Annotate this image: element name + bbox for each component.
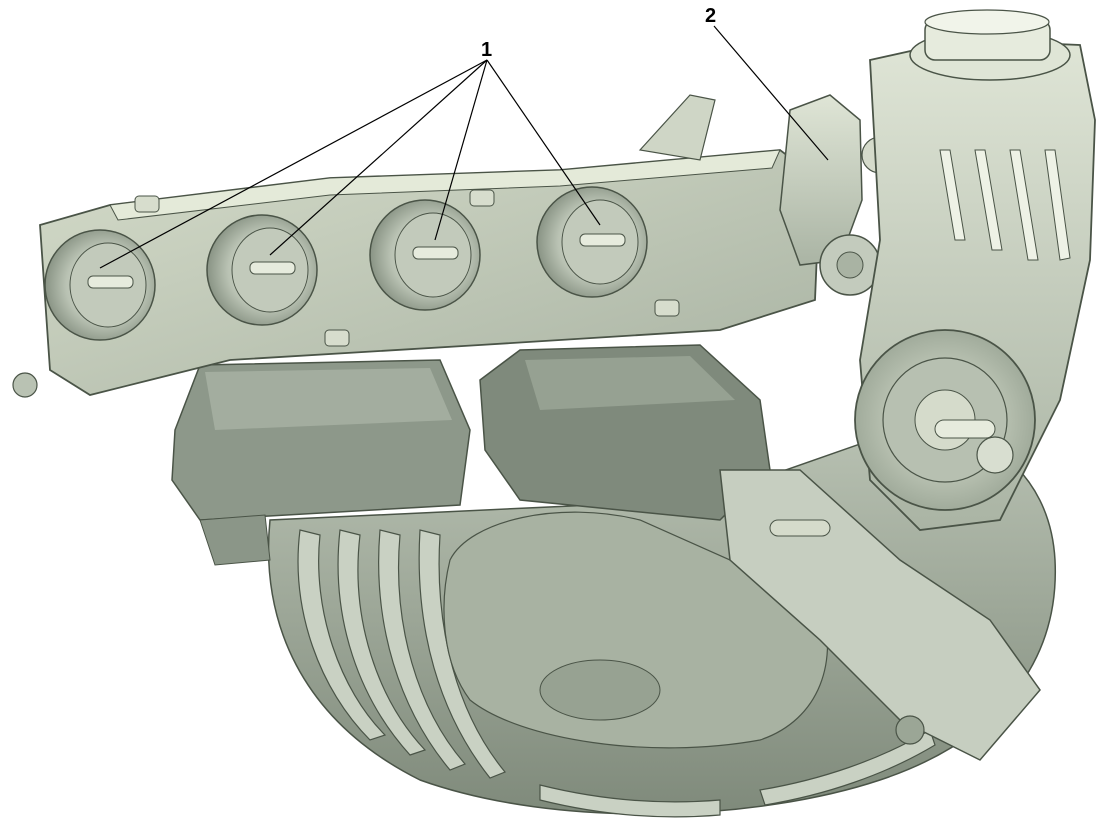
leader-line-1-port-4: [486, 59, 601, 226]
leader-line-1-port-1: [99, 59, 488, 269]
sensor-valve: [779, 94, 899, 296]
runner-block-highlight-2: [525, 356, 735, 410]
bracket-hole: [895, 715, 925, 745]
bracket-pin: [769, 519, 831, 537]
lower-mount-stub: [199, 514, 271, 566]
top-rear-fin: [638, 94, 716, 161]
leader-line-2: [713, 25, 829, 161]
runner-block-highlight: [205, 368, 452, 430]
callout-number-1: 1: [481, 39, 493, 61]
intake-port-2: [206, 214, 318, 326]
leader-line-1-port-3: [434, 59, 488, 241]
plenum-boss: [539, 659, 661, 721]
flange-top-rail: [109, 149, 781, 221]
plenum-ribs: [297, 529, 936, 818]
callout-number-2: 2: [705, 5, 717, 27]
throttle-bore: [854, 329, 1036, 511]
intake-port-3: [369, 199, 481, 311]
flange-stud-left: [12, 372, 38, 398]
flange-bolt-bosses: [134, 189, 680, 347]
side-bracket: [719, 469, 1041, 761]
leader-line-1-port-2: [269, 59, 488, 256]
intake-port-4: [536, 186, 648, 298]
intake-port-1: [44, 229, 156, 341]
leader-lines: [99, 25, 829, 269]
